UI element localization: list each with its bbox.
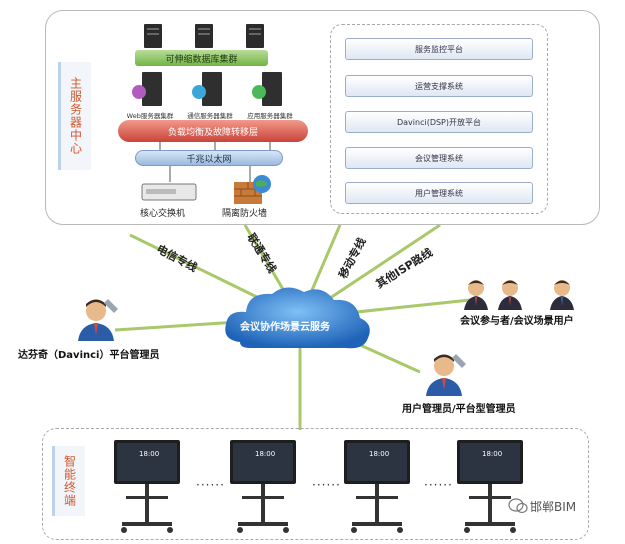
user-admin-label: 用户管理员/平台型管理员: [402, 404, 516, 415]
admin-avatar-icon: [78, 299, 118, 341]
db-cluster-bar: 可伸缩数据库集群: [135, 50, 268, 66]
terminal-vertical-label-box: 智能终端: [52, 446, 85, 516]
terminal-4-time: 18:00: [482, 450, 503, 458]
terminal-3-time: 18:00: [369, 450, 390, 458]
terminal-ellipsis-1: ······: [196, 478, 225, 492]
database-servers-icon: [144, 24, 264, 48]
smart-terminals-panel: [42, 428, 589, 540]
server-cluster-icons: [132, 72, 282, 106]
terminal-1-time: 18:00: [139, 450, 160, 458]
service-monitoring: 服务监控平台: [345, 38, 533, 60]
watermark-label: 邯郸BIM: [530, 500, 577, 514]
cloud-label: 会议协作场景云服务: [240, 322, 330, 333]
terminal-ellipsis-2: ······: [312, 478, 341, 492]
app-cluster-label: 应用服务器集群: [247, 112, 293, 120]
core-switch-label: 核心交换机: [140, 209, 186, 219]
service-user-mgmt: 用户管理系统: [345, 182, 533, 204]
main-center-vertical-label-box: 主服务器中心: [58, 62, 91, 170]
terminal-device-3: 18:00: [342, 440, 412, 535]
terminal-vertical-label: 智能终端: [62, 455, 77, 507]
load-balancer-bar: 负载均衡及故障转移层: [118, 120, 308, 142]
participants-label: 会议参与者/会议场景用户: [460, 316, 574, 327]
terminal-device-4: 18:00: [455, 440, 525, 535]
firewall-icon: [234, 175, 271, 204]
service-meeting-mgmt: 会议管理系统: [345, 147, 533, 169]
main-center-vertical-label: 主服务器中心: [68, 77, 83, 155]
core-switch-icon: [141, 183, 197, 201]
ethernet-bar: 千兆以太网: [135, 150, 283, 166]
terminal-device-1: 18:00: [112, 440, 182, 535]
comm-cluster-label: 通信服务器集群: [187, 112, 233, 120]
web-cluster-label: Web服务器集群: [126, 112, 174, 120]
service-davinci-dsp: Davinci(DSP)开放平台: [345, 111, 533, 133]
wechat-watermark-icon: [508, 498, 528, 514]
user-admin-avatar-icon: [426, 354, 466, 396]
participants-avatars-icon: [464, 280, 574, 310]
terminal-device-2: 18:00: [228, 440, 298, 535]
firewall-label: 隔离防火墙: [222, 209, 268, 219]
terminal-ellipsis-3: ······: [424, 478, 453, 492]
service-operations: 运营支撑系统: [345, 75, 533, 97]
davinci-admin-label: 达芬奇（Davinci）平台管理员: [18, 350, 160, 361]
services-panel: [330, 24, 548, 214]
terminal-2-time: 18:00: [255, 450, 276, 458]
bar-connectors: [159, 142, 271, 182]
cloud-icon: [225, 287, 370, 349]
